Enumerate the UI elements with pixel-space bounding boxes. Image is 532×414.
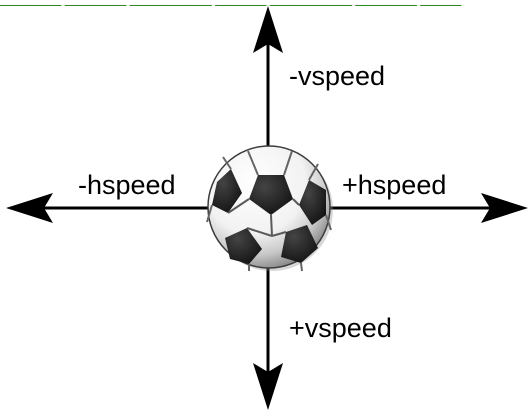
up-speed-label: -vspeed — [289, 61, 385, 91]
soccer-ball-icon — [206, 145, 333, 272]
down-arrowhead-icon — [253, 363, 283, 410]
left-speed-label: -hspeed — [78, 170, 176, 200]
right-arrowhead-icon — [481, 193, 528, 223]
down-speed-label: +vspeed — [289, 313, 392, 343]
right-speed-label: +hspeed — [342, 170, 446, 200]
up-arrowhead-icon — [253, 6, 283, 53]
cropped-top-text: ▁▁▁▁▁▁ ▁▁▁▁▁▁ ▁▁▁▁▁▁▁▁ ▁▁▁▁▁ ▁▁▁▁▁▁▁▁ ▁▁… — [0, 0, 532, 6]
left-arrowhead-icon — [6, 193, 53, 223]
